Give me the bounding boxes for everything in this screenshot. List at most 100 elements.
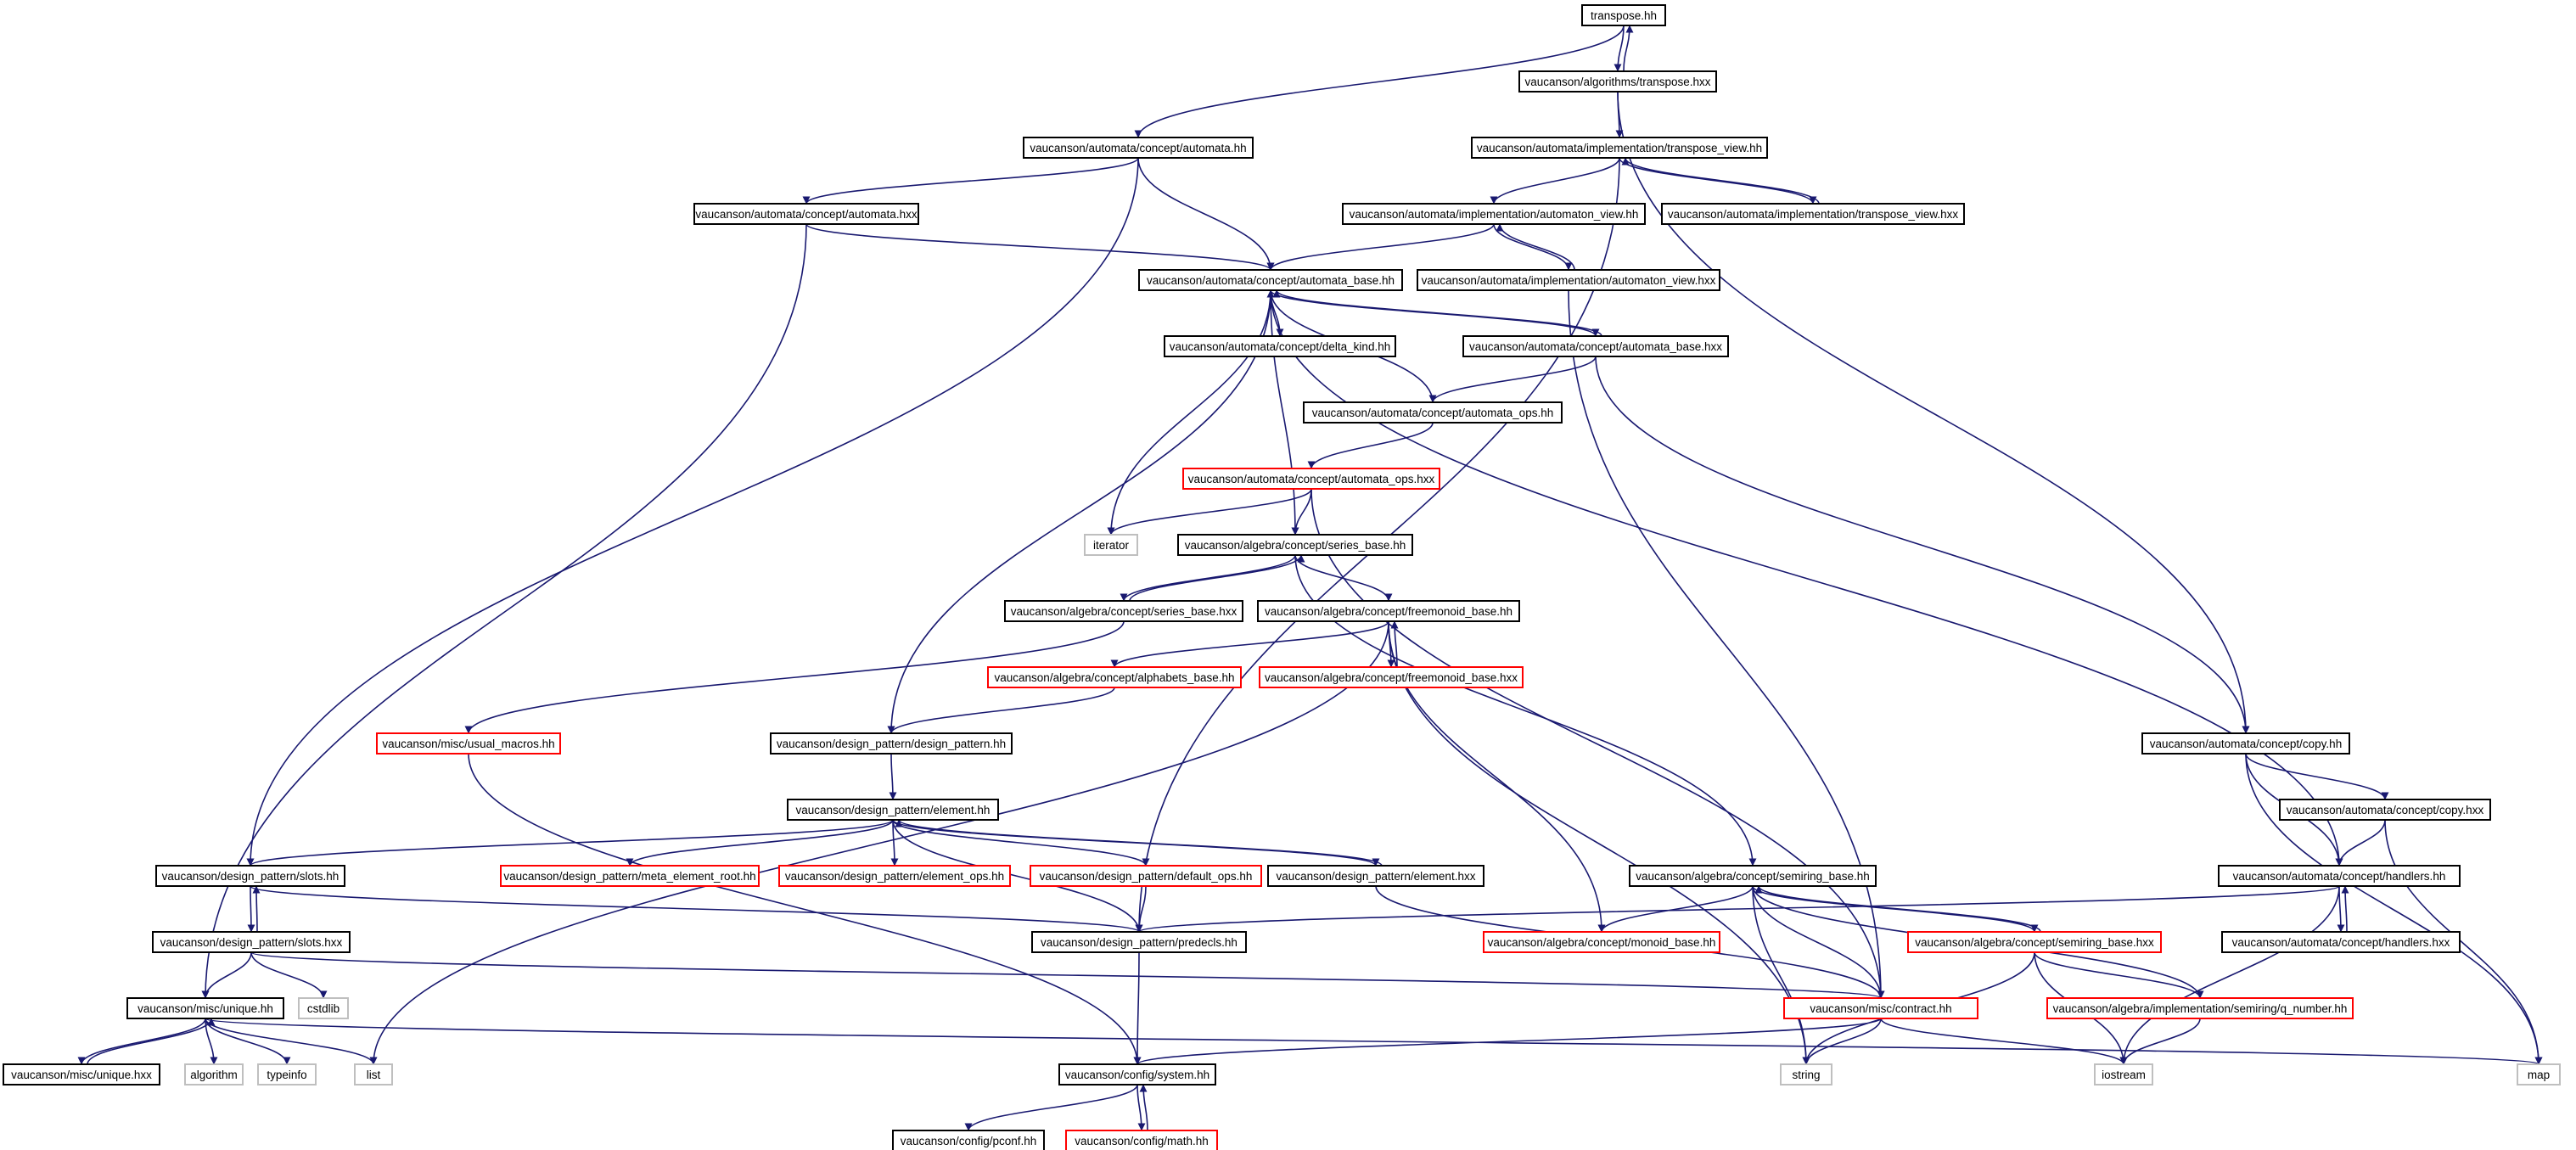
edge-n24-n32	[250, 885, 1143, 933]
node-n25[interactable]: vaucanson/design_pattern/meta_element_ro…	[500, 865, 760, 887]
edge-n44-n49	[1136, 1084, 1146, 1131]
node-n26[interactable]: vaucanson/design_pattern/element_ops.hh	[778, 865, 1011, 887]
node-n3[interactable]: vaucanson/automata/implementation/transp…	[1471, 137, 1768, 159]
node-n29[interactable]: vaucanson/algebra/concept/semiring_base.…	[1629, 865, 1877, 887]
edge-n14-n15	[1120, 554, 1296, 602]
node-label: vaucanson/design_pattern/slots.hh	[162, 870, 340, 883]
node-n22[interactable]: vaucanson/design_pattern/element.hh	[787, 799, 999, 821]
edge-n1-n21	[1617, 91, 2250, 734]
node-n1[interactable]: vaucanson/algorithms/transpose.hxx	[1518, 70, 1717, 93]
node-n19[interactable]: vaucanson/misc/usual_macros.hh	[376, 732, 561, 755]
node-box	[2279, 799, 2491, 821]
node-label: vaucanson/automata/concept/delta_kind.hh	[1170, 340, 1390, 353]
node-n33[interactable]: vaucanson/algebra/concept/monoid_base.hh	[1483, 931, 1720, 953]
node-box	[3, 1063, 160, 1085]
node-n48[interactable]: vaucanson/config/pconf.hh	[892, 1130, 1045, 1150]
node-n41: algorithm	[184, 1063, 244, 1085]
node-n8[interactable]: vaucanson/automata/implementation/automa…	[1417, 269, 1720, 291]
node-n10[interactable]: vaucanson/automata/concept/automata_base…	[1462, 335, 1729, 357]
node-n49[interactable]: vaucanson/config/math.hh	[1065, 1130, 1218, 1150]
edge-n21-n23	[2245, 753, 2389, 800]
node-n12[interactable]: vaucanson/automata/concept/automata_ops.…	[1182, 468, 1440, 490]
node-n21[interactable]: vaucanson/automata/concept/copy.hh	[2141, 732, 2350, 755]
node-n24[interactable]: vaucanson/design_pattern/slots.hh	[155, 865, 345, 887]
node-n6[interactable]: vaucanson/automata/implementation/transp…	[1661, 203, 1965, 225]
node-n17[interactable]: vaucanson/algebra/concept/alphabets_base…	[987, 666, 1242, 688]
nodes-layer: transpose.hh vaucanson/algorithms/transpo…	[3, 4, 2561, 1150]
edge-n40-n37	[87, 1018, 216, 1065]
node-label: vaucanson/automata/implementation/automa…	[1422, 274, 1716, 287]
node-label: vaucanson/algebra/concept/alphabets_base…	[995, 671, 1235, 684]
node-box	[376, 732, 561, 755]
edge-n38-n46	[1880, 1018, 2128, 1065]
node-n15[interactable]: vaucanson/algebra/concept/series_base.hx…	[1004, 600, 1243, 622]
node-label: map	[2528, 1069, 2550, 1081]
edge-n22-n25	[626, 819, 894, 867]
node-n38[interactable]: vaucanson/misc/contract.hh	[1783, 997, 1978, 1019]
edge-n2-n4	[802, 157, 1139, 205]
node-n23[interactable]: vaucanson/automata/concept/copy.hxx	[2279, 799, 2491, 821]
node-n28[interactable]: vaucanson/design_pattern/element.hxx	[1267, 865, 1484, 887]
edge-n31-n38	[250, 951, 1884, 999]
node-box	[987, 666, 1242, 688]
node-box	[2046, 997, 2354, 1019]
node-n16[interactable]: vaucanson/algebra/concept/freemonoid_bas…	[1257, 600, 1520, 622]
node-label: vaucanson/design_pattern/meta_element_ro…	[503, 870, 755, 883]
node-n31[interactable]: vaucanson/design_pattern/slots.hxx	[152, 931, 351, 953]
node-n9[interactable]: vaucanson/automata/concept/delta_kind.hh	[1164, 335, 1396, 357]
node-n20[interactable]: vaucanson/design_pattern/design_pattern.…	[770, 732, 1013, 755]
edge-n17-n20	[887, 687, 1115, 734]
node-label: vaucanson/automata/concept/automata_ops.…	[1312, 407, 1553, 419]
node-n27[interactable]: vaucanson/design_pattern/default_ops.hh	[1030, 865, 1262, 887]
node-n40[interactable]: vaucanson/misc/unique.hxx	[3, 1063, 160, 1085]
node-box	[184, 1063, 244, 1085]
edge-n6-n3	[1621, 157, 1820, 205]
node-n11[interactable]: vaucanson/automata/concept/automata_ops.…	[1303, 401, 1563, 424]
node-label: iostream	[2102, 1069, 2146, 1081]
node-label: vaucanson/misc/unique.hxx	[11, 1069, 152, 1081]
edge-n18-n16	[1390, 620, 1399, 668]
edge-n24-n31	[247, 885, 255, 933]
node-label: vaucanson/misc/unique.hh	[137, 1002, 273, 1015]
node-box	[693, 203, 919, 225]
node-box	[2141, 732, 2350, 755]
edge-n15-n19	[464, 620, 1125, 734]
node-n14[interactable]: vaucanson/algebra/concept/series_base.hh	[1177, 534, 1413, 556]
node-n0[interactable]: transpose.hh	[1581, 4, 1666, 26]
node-box	[1177, 534, 1413, 556]
node-box	[1581, 4, 1666, 26]
node-label: vaucanson/automata/concept/automata_ops.…	[1188, 473, 1435, 485]
edge-n2-n24	[246, 157, 1139, 867]
node-n5[interactable]: vaucanson/automata/implementation/automa…	[1342, 203, 1646, 225]
node-n39[interactable]: vaucanson/algebra/implementation/semirin…	[2046, 997, 2354, 1019]
node-label: vaucanson/automata/concept/automata_base…	[1469, 340, 1722, 353]
node-n4[interactable]: vaucanson/automata/concept/automata.hxx	[693, 203, 919, 225]
node-box	[1164, 335, 1396, 357]
node-n46: iostream	[2094, 1063, 2153, 1085]
node-n35[interactable]: vaucanson/automata/concept/handlers.hxx	[2221, 931, 2461, 953]
node-n32[interactable]: vaucanson/design_pattern/predecls.hh	[1031, 931, 1247, 953]
node-n44[interactable]: vaucanson/config/system.hh	[1058, 1063, 1216, 1085]
node-box	[1661, 203, 1965, 225]
node-n30[interactable]: vaucanson/automata/concept/handlers.hh	[2218, 865, 2461, 887]
node-n18[interactable]: vaucanson/algebra/concept/freemonoid_bas…	[1259, 666, 1524, 688]
edge-n8-n5	[1496, 223, 1575, 271]
edge-n49-n44	[1139, 1084, 1148, 1131]
node-box	[1031, 931, 1247, 953]
node-n7[interactable]: vaucanson/automata/concept/automata_base…	[1138, 269, 1403, 291]
node-label: vaucanson/algebra/concept/freemonoid_bas…	[1265, 605, 1512, 618]
edge-n30-n46	[2119, 885, 2340, 1065]
node-box	[500, 865, 760, 887]
edge-n19-n44	[468, 753, 1142, 1065]
node-label: vaucanson/design_pattern/element_ops.hh	[785, 870, 1004, 883]
edge-n34-n29	[1754, 885, 2041, 933]
node-n34[interactable]: vaucanson/algebra/concept/semiring_base.…	[1907, 931, 2162, 953]
node-n37[interactable]: vaucanson/misc/unique.hh	[126, 997, 284, 1019]
node-box	[1065, 1130, 1218, 1150]
node-n2[interactable]: vaucanson/automata/concept/automata.hh	[1023, 137, 1254, 159]
edge-n12-n13	[1107, 488, 1312, 536]
edge-n37-n47	[205, 1018, 2542, 1065]
node-label: vaucanson/algebra/concept/semiring_base.…	[1636, 870, 1869, 883]
edge-n14-n16	[1294, 554, 1393, 602]
node-box	[155, 865, 345, 887]
